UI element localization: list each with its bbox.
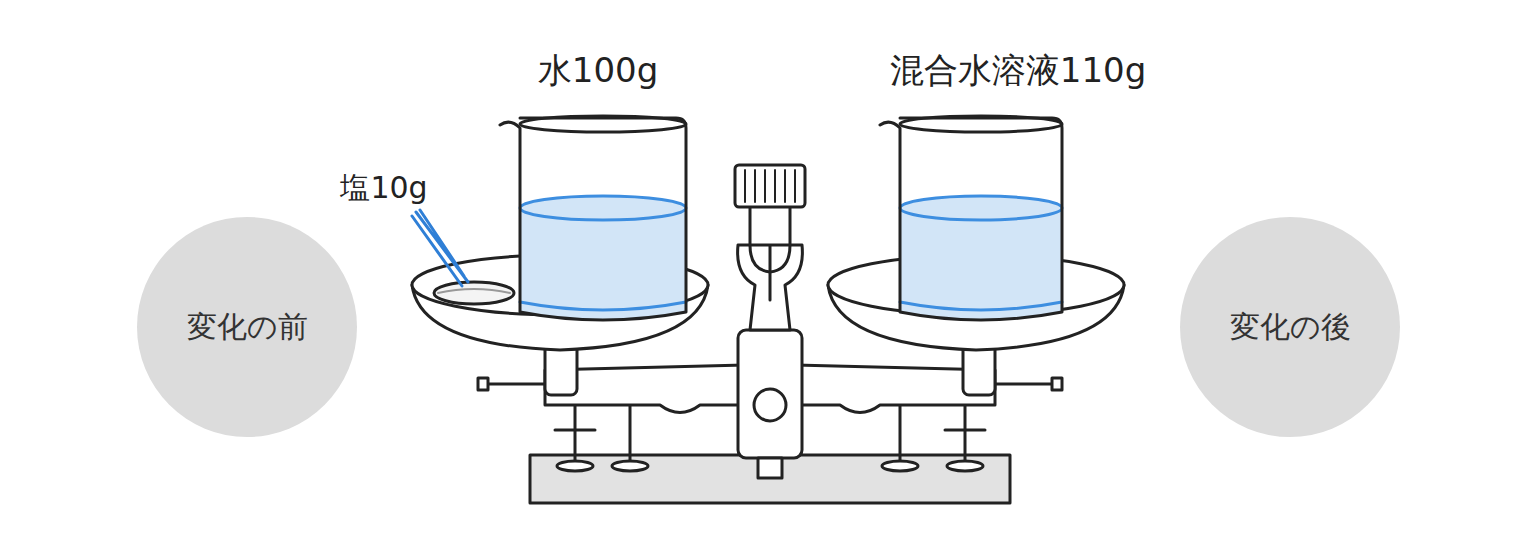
stage-circle: 変化の後 xyxy=(1180,217,1400,437)
solution-label: 混合水溶液110g xyxy=(890,48,1146,94)
salt-label: 塩10g xyxy=(340,168,427,209)
stage-label: 変化の前 xyxy=(187,307,308,348)
water-label: 水100g xyxy=(538,48,658,94)
stage-circle: 変化の前 xyxy=(137,217,357,437)
stage-label: 変化の後 xyxy=(1230,307,1351,348)
